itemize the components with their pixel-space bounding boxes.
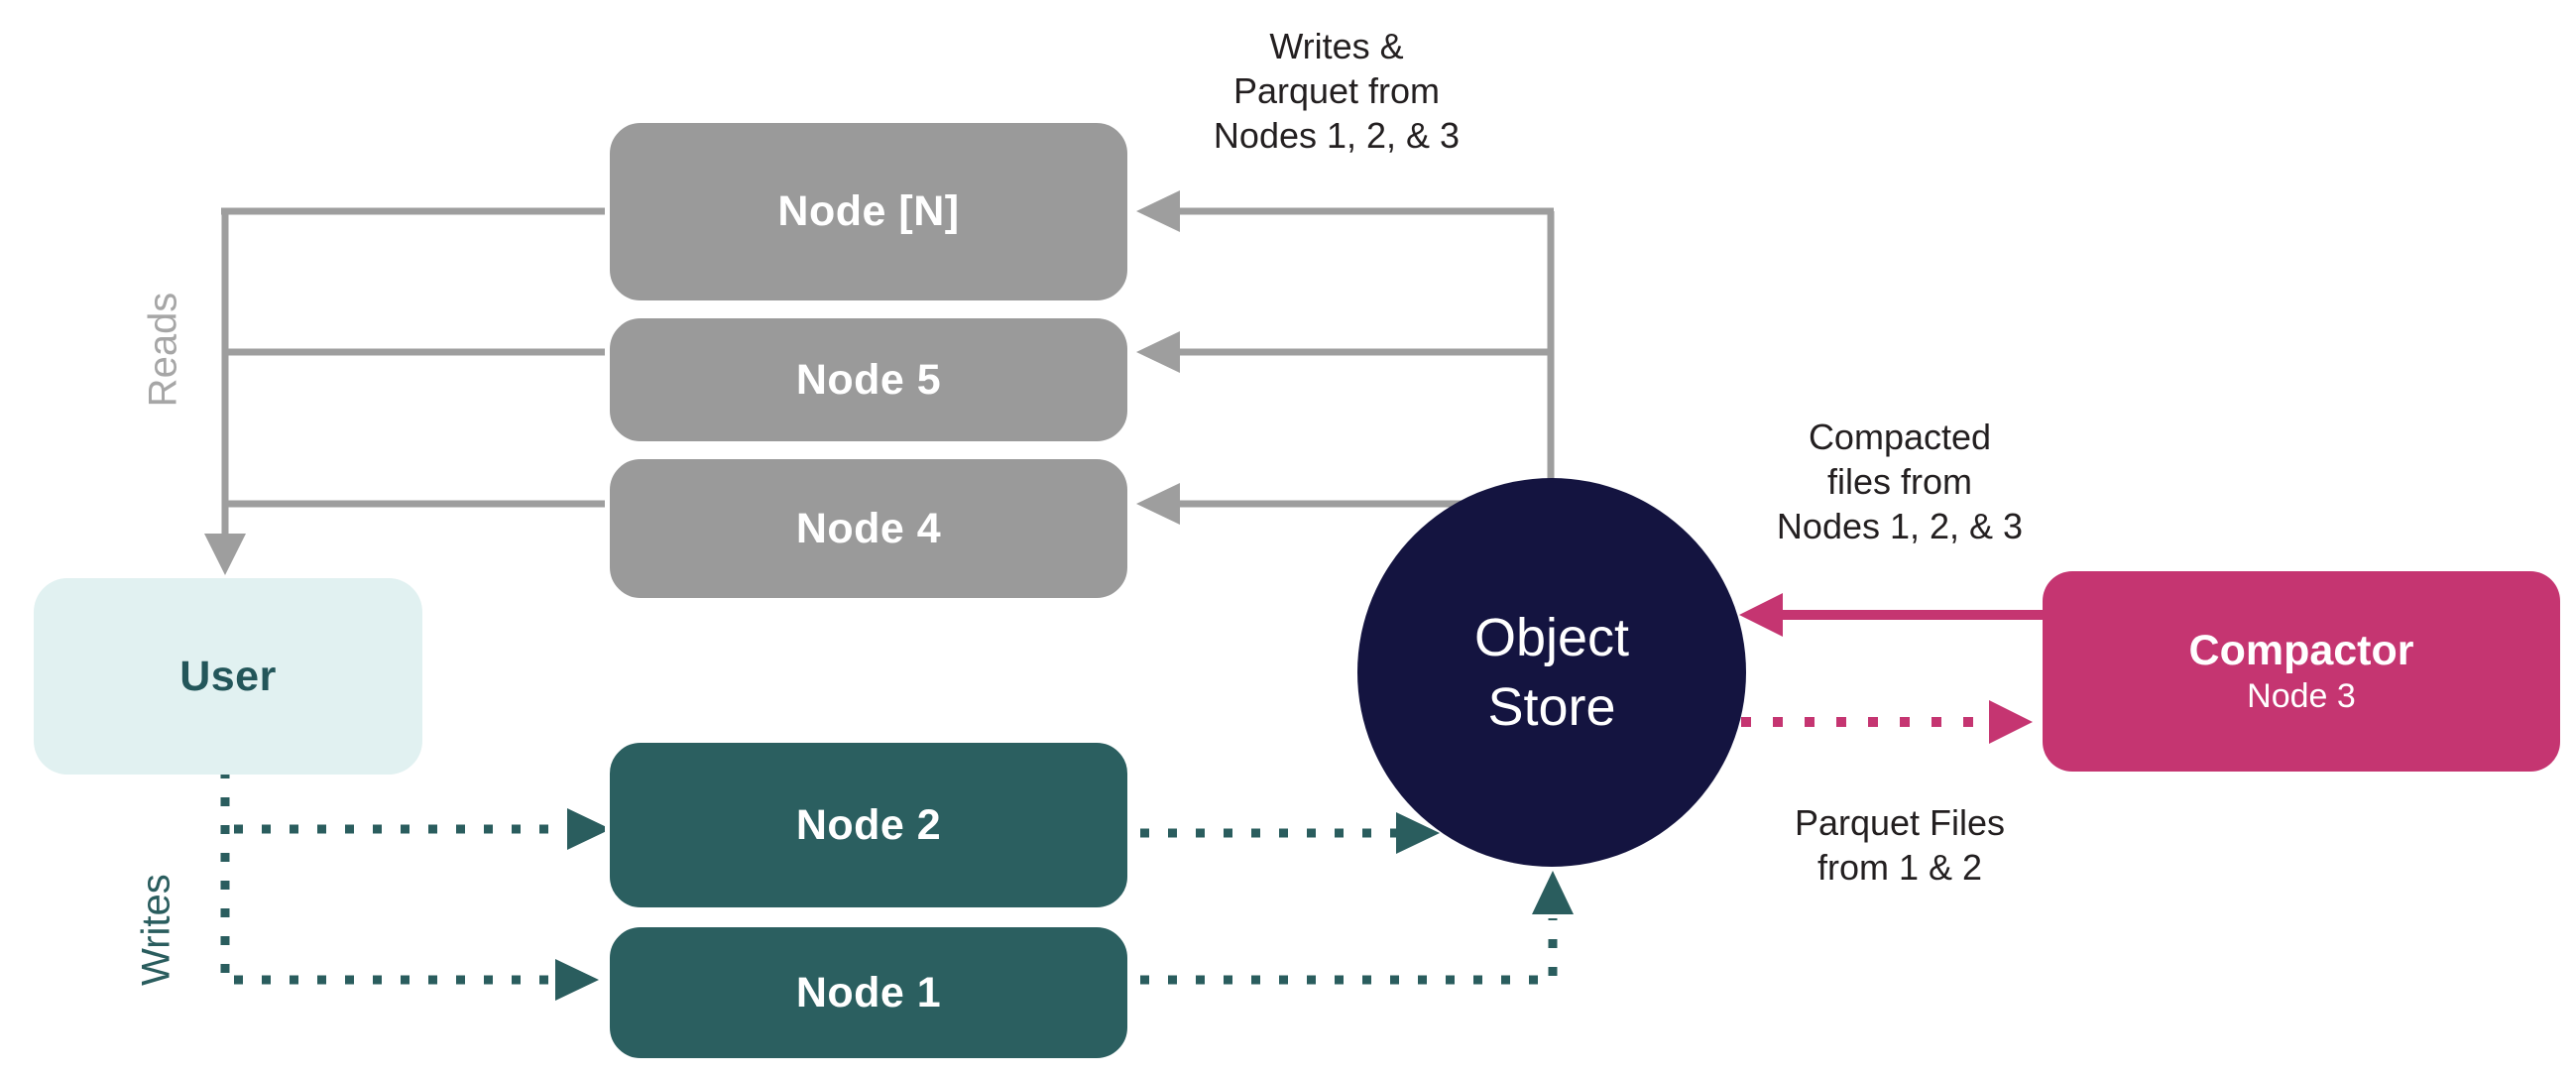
reads-arrowhead-into-user (204, 534, 246, 575)
compacted-files-annotation: Compacted files from Nodes 1, 2, & 3 (1776, 417, 2024, 546)
writes-parquet-annotation: Writes & Parquet from Nodes 1, 2, & 3 (1213, 26, 1461, 156)
write-node-2: Node 2 (605, 738, 1132, 912)
read-node-4-label: Node 4 (795, 504, 942, 552)
reads-lines-group (221, 207, 1555, 536)
arrowhead-into-node4 (1136, 483, 1180, 525)
compactor-arrowhead-into-object-store (1739, 593, 1783, 637)
compactor-title: Compactor (2188, 627, 2414, 674)
write-node-1-label: Node 1 (795, 968, 942, 1017)
writes-dotted-group (220, 770, 1558, 985)
compactor-box: Compactor Node 3 (2043, 571, 2560, 772)
user-box: User (34, 578, 422, 775)
reads-arrowheads-group (204, 190, 1180, 575)
node1-arrowhead-into-object-store (1532, 871, 1574, 914)
object-store-label: Object Store (1473, 608, 1630, 737)
user-label: User (179, 652, 277, 700)
arrowhead-into-compactor (1989, 700, 2033, 744)
parquet-files-annotation: Parquet Files from 1 & 2 (1794, 802, 2006, 888)
writes-side-label: Writes (134, 874, 178, 986)
arrowhead-into-node2 (567, 808, 611, 850)
object-store-circle: Object Store (1357, 478, 1746, 867)
reads-side-label: Reads (141, 292, 185, 408)
node2-arrowhead-into-object-store (1396, 812, 1440, 854)
write-node-1: Node 1 (605, 922, 1132, 1063)
node1-dotted-to-object-store (1140, 918, 1558, 985)
arrowhead-into-node5 (1136, 331, 1180, 373)
read-node-n: Node [N] (605, 118, 1132, 305)
arrowhead-into-nodeN (1136, 190, 1180, 232)
writes-arrowheads-group (555, 808, 1574, 1001)
write-node-2-label: Node 2 (795, 800, 942, 849)
compactor-subtitle: Node 3 (2247, 677, 2356, 715)
read-node-4: Node 4 (605, 454, 1132, 603)
read-node-n-label: Node [N] (777, 187, 960, 235)
read-node-5: Node 5 (605, 313, 1132, 446)
read-node-5-label: Node 5 (795, 355, 942, 404)
arrowhead-into-node1 (555, 959, 599, 1001)
